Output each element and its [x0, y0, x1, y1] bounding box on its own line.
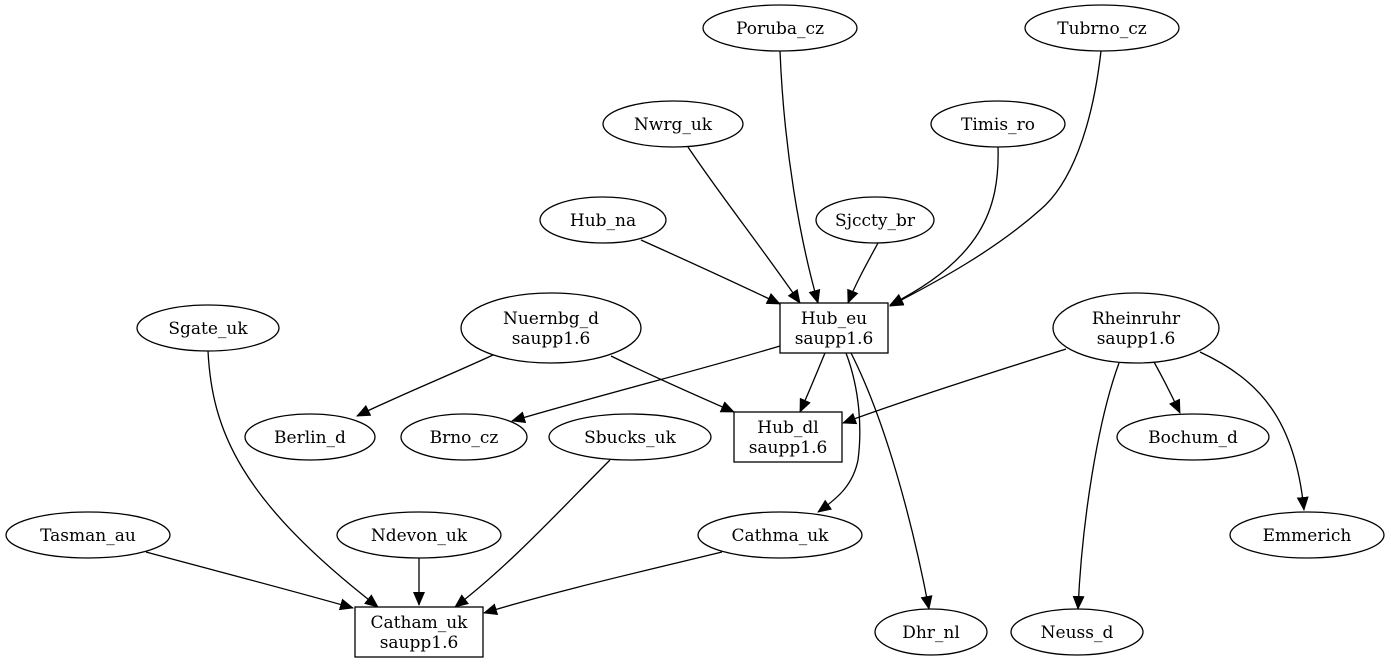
node-label: Poruba_cz — [736, 19, 824, 39]
edge-rheinruhr-to-neuss_d — [1072, 362, 1120, 610]
edge-tubrno_cz-to-hub_eu — [889, 50, 1102, 307]
node-bochum-d[interactable]: Bochum_d — [1116, 413, 1270, 461]
node-label: Sbucks_uk — [584, 428, 676, 448]
edge-cathma_uk-to-catham_uk — [483, 551, 723, 615]
edge-nwrg_uk-to-hub_eu — [687, 146, 801, 304]
node-label: Brno_cz — [430, 428, 499, 448]
edge-sgate_uk-to-catham_uk — [207, 350, 379, 608]
node-label: Bochum_d — [1148, 428, 1238, 448]
node-label: Dhr_nl — [902, 623, 960, 643]
edges-layer — [145, 50, 1309, 615]
node-label: Catham_uk — [371, 613, 469, 633]
edge-sjccty_br-to-hub_eu — [847, 242, 879, 304]
node-cathma-uk[interactable]: Cathma_uk — [697, 511, 863, 559]
node-label: Sjccty_br — [835, 211, 916, 231]
node-emmerich[interactable]: Emmerich — [1229, 511, 1385, 559]
node-brno-cz[interactable]: Brno_cz — [400, 413, 528, 461]
edge-hub_na-to-hub_eu — [640, 239, 781, 305]
edge-poruba_cz-to-hub_eu — [779, 50, 821, 304]
edge-tasman_au-to-catham_uk — [145, 551, 354, 611]
node-sbucks-uk[interactable]: Sbucks_uk — [548, 413, 712, 461]
node-label: Neuss_d — [1041, 623, 1114, 643]
node-sublabel: saupp1.6 — [380, 633, 459, 653]
node-sublabel: saupp1.6 — [749, 438, 828, 458]
node-hub-na[interactable]: Hub_na — [539, 196, 667, 244]
node-label: Ndevon_uk — [371, 526, 468, 546]
edge-rheinruhr-to-bochum_d — [1153, 361, 1181, 414]
node-sublabel: saupp1.6 — [512, 329, 591, 349]
node-timis-ro[interactable]: Timis_ro — [930, 100, 1066, 148]
edge-hub_eu-to-dhr_nl — [850, 352, 933, 610]
edge-hub_eu-to-hub_dl — [799, 352, 826, 413]
node-nwrg-uk[interactable]: Nwrg_uk — [602, 100, 744, 148]
node-tubrno-cz[interactable]: Tubrno_cz — [1024, 4, 1180, 52]
node-label: Nwrg_uk — [634, 115, 713, 135]
node-label: Nuernbg_d — [503, 309, 599, 329]
node-label: Rheinruhr — [1092, 309, 1181, 329]
edge-timis_ro-to-hub_eu — [889, 146, 999, 306]
node-sgate-uk[interactable]: Sgate_uk — [136, 304, 280, 352]
node-label: Hub_na — [570, 211, 636, 231]
edge-sbucks_uk-to-catham_uk — [454, 459, 611, 608]
node-dhr-nl[interactable]: Dhr_nl — [874, 608, 988, 656]
edge-nuernbg_d-to-hub_dl — [610, 355, 735, 413]
node-label: Tubrno_cz — [1057, 19, 1147, 39]
node-poruba-cz[interactable]: Poruba_cz — [702, 4, 858, 52]
edge-nuernbg_d-to-berlin_d — [356, 354, 494, 417]
node-label: Hub_eu — [801, 309, 867, 329]
edge-hub_eu-to-brno_cz — [511, 345, 781, 424]
node-label: Cathma_uk — [732, 526, 830, 546]
node-label: Sgate_uk — [168, 319, 248, 339]
node-sublabel: saupp1.6 — [795, 329, 874, 349]
edge-rheinruhr-to-emmerich — [1199, 351, 1309, 511]
node-berlin-d[interactable]: Berlin_d — [244, 413, 376, 461]
node-label: Timis_ro — [961, 115, 1035, 135]
node-label: Berlin_d — [274, 428, 346, 448]
edge-rheinruhr-to-hub_dl — [842, 348, 1067, 425]
node-label: Tasman_au — [40, 526, 136, 546]
node-label: Hub_dl — [757, 418, 818, 438]
edge-hub_eu-to-cathma_uk — [817, 352, 861, 513]
node-ndevon-uk[interactable]: Ndevon_uk — [336, 511, 502, 559]
node-neuss-d[interactable]: Neuss_d — [1010, 608, 1144, 656]
node-sjccty-br[interactable]: Sjccty_br — [815, 196, 935, 244]
node-label: Emmerich — [1263, 526, 1352, 546]
node-tasman-au[interactable]: Tasman_au — [5, 511, 171, 559]
node-sublabel: saupp1.6 — [1097, 329, 1176, 349]
